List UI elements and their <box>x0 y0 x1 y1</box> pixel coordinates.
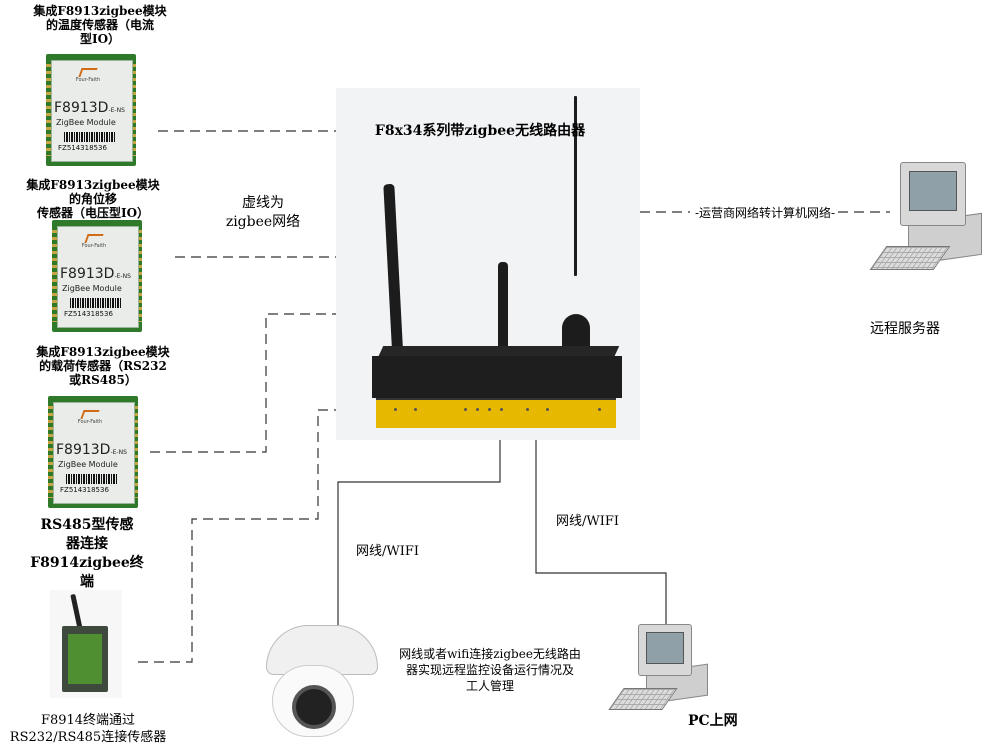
zigbee-module-1: Four-Faith F8913D-E-NS ZigBee Module FZ5… <box>46 54 136 166</box>
server-keyboard <box>869 246 951 270</box>
center-note: 网线或者wifi连接zigbee无线路由 器实现远程监控设备运行情况及 工人管理 <box>392 646 588 694</box>
rs485-caption-line-3: F8914zigbee终 <box>30 555 144 571</box>
zigbee-note-line-1: 虚线为 <box>242 195 284 211</box>
module-1-caption-line-2: 的温度传感器（电流 <box>45 18 154 32</box>
module-3-caption-line-2: 的载荷传感器（RS232 <box>39 359 167 373</box>
led-icon <box>476 408 479 411</box>
module-pins-right <box>133 406 138 498</box>
barcode-icon <box>66 474 118 484</box>
module-1-caption-line-1: 集成F8913zigbee模块 <box>33 4 167 18</box>
module-subtitle: ZigBee Module <box>58 460 118 469</box>
module-serial: FZ514318536 <box>60 486 109 494</box>
camera-link-label: 网线/WIFI <box>356 544 420 559</box>
router-front-panel <box>376 398 616 428</box>
zigbee-network-note: 虚线为 zigbee网络 <box>218 194 308 232</box>
four-faith-logo-icon: Four-Faith <box>70 410 110 426</box>
module-pins-left <box>52 230 57 322</box>
module-3-caption: 集成F8913zigbee模块 的载荷传感器（RS232 或RS485） <box>28 345 178 387</box>
module-3-caption-line-3: 或RS485） <box>69 373 137 387</box>
four-faith-logo-icon: Four-Faith <box>68 68 108 84</box>
dome-camera-icon <box>262 625 380 737</box>
camera-lens <box>292 685 336 729</box>
terminal-front-panel <box>68 634 102 684</box>
led-icon <box>500 408 503 411</box>
pc-link <box>535 440 667 632</box>
module-1-caption-line-3: 型IO） <box>79 32 121 46</box>
module-pins-left <box>46 64 51 156</box>
router-image <box>336 88 640 440</box>
module-pins-left <box>48 406 53 498</box>
led-icon <box>546 408 549 411</box>
module-label <box>57 226 139 328</box>
terminal-caption-line-1: F8914终端通过 <box>40 713 136 728</box>
module-label <box>53 402 135 504</box>
module-1-caption: 集成F8913zigbee模块 的温度传感器（电流 型IO） <box>30 4 170 46</box>
pc-link-label: 网线/WIFI <box>556 514 620 529</box>
zigbee-link-terminal <box>138 409 336 663</box>
zigbee-module-3: Four-Faith F8913D-E-NS ZigBee Module FZ5… <box>48 396 138 508</box>
module-model: F8913D-E-NS <box>60 266 131 282</box>
module-subtitle: ZigBee Module <box>62 284 122 293</box>
led-icon <box>414 408 417 411</box>
rs485-caption-line-1: RS485型传感 <box>40 517 134 533</box>
antenna-icon <box>70 593 83 631</box>
module-2-caption-line-3: 传感器（电压型IO） <box>36 206 150 220</box>
center-note-line-3: 工人管理 <box>465 679 514 693</box>
zigbee-link-module-3 <box>150 313 336 453</box>
pc-caption: PC上网 <box>688 713 738 729</box>
module-2-caption: 集成F8913zigbee模块 的角位移 传感器（电压型IO） <box>18 178 168 220</box>
terminal-caption: F8914终端通过 RS232/RS485连接传感器 <box>0 712 176 746</box>
router-body <box>372 356 622 398</box>
router-title: F8x34系列带zigbee无线路由器 <box>374 123 586 139</box>
four-faith-logo-icon: Four-Faith <box>74 234 114 250</box>
module-serial: FZ514318536 <box>58 144 107 152</box>
remote-server-computer-icon <box>856 160 984 288</box>
led-icon <box>488 408 491 411</box>
server-link-label: -运营商网络转计算机网络- <box>694 206 836 220</box>
barcode-icon <box>64 132 116 142</box>
module-label <box>51 60 133 162</box>
rs485-caption-line-2: 器连接 <box>66 536 108 552</box>
module-3-caption-line-1: 集成F8913zigbee模块 <box>36 345 170 359</box>
center-note-line-1: 网线或者wifi连接zigbee无线路由 <box>399 647 581 661</box>
client-pc-icon <box>600 622 710 718</box>
barcode-icon <box>70 298 122 308</box>
terminal-caption-line-2: RS232/RS485连接传感器 <box>9 730 167 745</box>
server-monitor <box>900 162 966 226</box>
module-model: F8913D-E-NS <box>56 442 127 458</box>
pc-keyboard <box>608 688 678 710</box>
rs485-caption: RS485型传感 器连接 F8914zigbee终 端 <box>28 516 146 592</box>
led-icon <box>526 408 529 411</box>
rs485-caption-line-4: 端 <box>80 574 94 590</box>
module-pins-right <box>131 64 136 156</box>
camera-link <box>337 440 501 628</box>
zigbee-module-2: Four-Faith F8913D-E-NS ZigBee Module FZ5… <box>52 220 142 332</box>
led-icon <box>394 408 397 411</box>
module-pins-right <box>137 230 142 322</box>
f8914-terminal-image <box>50 590 122 698</box>
pc-monitor <box>638 624 692 676</box>
led-icon <box>598 408 601 411</box>
router-antenna-middle-icon <box>498 262 508 362</box>
module-2-caption-line-1: 集成F8913zigbee模块 <box>26 178 160 192</box>
module-serial: FZ514318536 <box>64 310 113 318</box>
module-subtitle: ZigBee Module <box>56 118 116 127</box>
module-2-caption-line-2: 的角位移 <box>68 192 117 206</box>
module-model: F8913D-E-NS <box>54 100 125 116</box>
terminal-body <box>62 626 108 692</box>
center-note-line-2: 器实现远程监控设备运行情况及 <box>405 663 574 677</box>
router-antenna-left-icon <box>383 183 404 365</box>
led-icon <box>464 408 467 411</box>
server-caption: 远程服务器 <box>870 321 940 337</box>
zigbee-note-line-2: zigbee网络 <box>225 214 301 230</box>
router-whip-antenna-icon <box>574 96 577 276</box>
